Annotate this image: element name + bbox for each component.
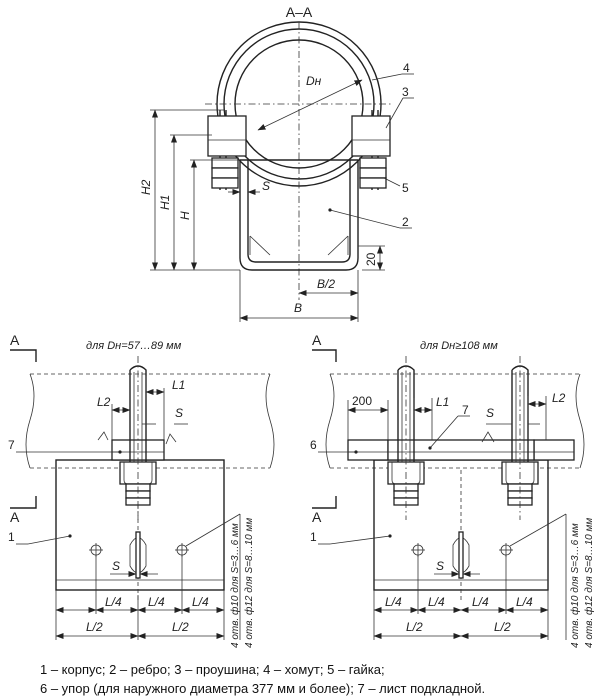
legend: 1 – корпус; 2 – ребро; 3 – проушина; 4 –… — [40, 660, 600, 698]
dim-l2half-left-a: L/2 — [86, 620, 103, 634]
dim-b-half: B/2 — [317, 277, 335, 291]
legend-line-1: 1 – корпус; 2 – ребро; 3 – проушина; 4 –… — [40, 662, 385, 677]
callout-4: 4 — [403, 61, 410, 75]
callout-2: 2 — [402, 215, 409, 229]
caption-left: для Dн=57…89 мм — [86, 340, 182, 352]
dim-s-slot-left: S — [112, 559, 120, 573]
lug-left — [207, 115, 247, 157]
lug-right — [351, 115, 391, 157]
holes-note-right-2: 4 отв. ф12 для S=8…10 мм — [583, 518, 595, 648]
dim-l4-left-a: L/4 — [105, 595, 122, 609]
dim-b: B — [294, 301, 302, 315]
pad-sheet-right — [387, 439, 535, 461]
callout-6-right: 6 — [310, 438, 317, 452]
slot-right — [452, 537, 470, 574]
section-view: А–А Dн — [139, 4, 414, 322]
legend-line-2: 6 – упор (для наружного диаметра 377 мм … — [40, 681, 486, 696]
dim-s-left: S — [175, 406, 183, 420]
slot-left — [129, 537, 147, 574]
dim-l4-right-d: L/4 — [516, 595, 533, 609]
dim-l1-right: L1 — [436, 395, 449, 409]
callout-5: 5 — [402, 181, 409, 195]
dim-l4-right-b: L/4 — [428, 595, 445, 609]
left-view: А А для Dн=57…89 мм — [8, 332, 275, 648]
dim-h: H — [178, 211, 192, 220]
dim-h1: H1 — [158, 195, 172, 210]
dim-l2half-left-b: L/2 — [172, 620, 189, 634]
dim-h2: H2 — [139, 179, 153, 195]
section-title: А–А — [286, 4, 313, 20]
caption-right: для Dн≥108 мм — [420, 340, 498, 352]
right-view: А А для Dн≥108 мм — [310, 332, 595, 648]
dim-20: 20 — [364, 252, 378, 266]
callout-1-left: 1 — [8, 530, 15, 544]
section-mark-right-top: А — [312, 332, 322, 348]
section-mark-right-bottom: А — [312, 509, 322, 525]
dim-l2-left: L2 — [97, 395, 111, 409]
stop-left — [347, 439, 389, 461]
dim-l2half-right-b: L/2 — [494, 620, 511, 634]
dim-200: 200 — [352, 394, 372, 408]
callout-7-right: 7 — [462, 403, 469, 417]
callout-7-left: 7 — [8, 438, 15, 452]
dim-l4-right-c: L/4 — [472, 595, 489, 609]
dim-dn: Dн — [306, 74, 322, 88]
dim-l4-left-b: L/4 — [148, 595, 165, 609]
dim-s-slot-right: S — [436, 559, 444, 573]
dim-l2half-right-a: L/2 — [406, 620, 423, 634]
stop-right — [533, 439, 575, 461]
section-mark-left-bottom: А — [10, 509, 20, 525]
holes-note-left-2: 4 отв. ф12 для S=8…10 мм — [243, 518, 255, 648]
holes-note-right-1: 4 отв. ф10 для S=3…6 мм — [569, 523, 581, 648]
dim-l4-right-a: L/4 — [385, 595, 402, 609]
body-channel — [239, 160, 359, 271]
callout-1-right: 1 — [310, 530, 317, 544]
nut-right — [359, 157, 387, 169]
holes-note-left-1: 4 отв. ф10 для S=3…6 мм — [229, 523, 241, 648]
dim-s: S — [262, 179, 270, 193]
dim-l4-left-c: L/4 — [192, 595, 209, 609]
dim-s-right: S — [486, 406, 494, 420]
nut-left — [211, 157, 239, 169]
section-mark-left-top: А — [10, 332, 20, 348]
dim-l2-right: L2 — [552, 391, 566, 405]
callout-3: 3 — [402, 85, 409, 99]
dim-l1-left: L1 — [172, 378, 185, 392]
